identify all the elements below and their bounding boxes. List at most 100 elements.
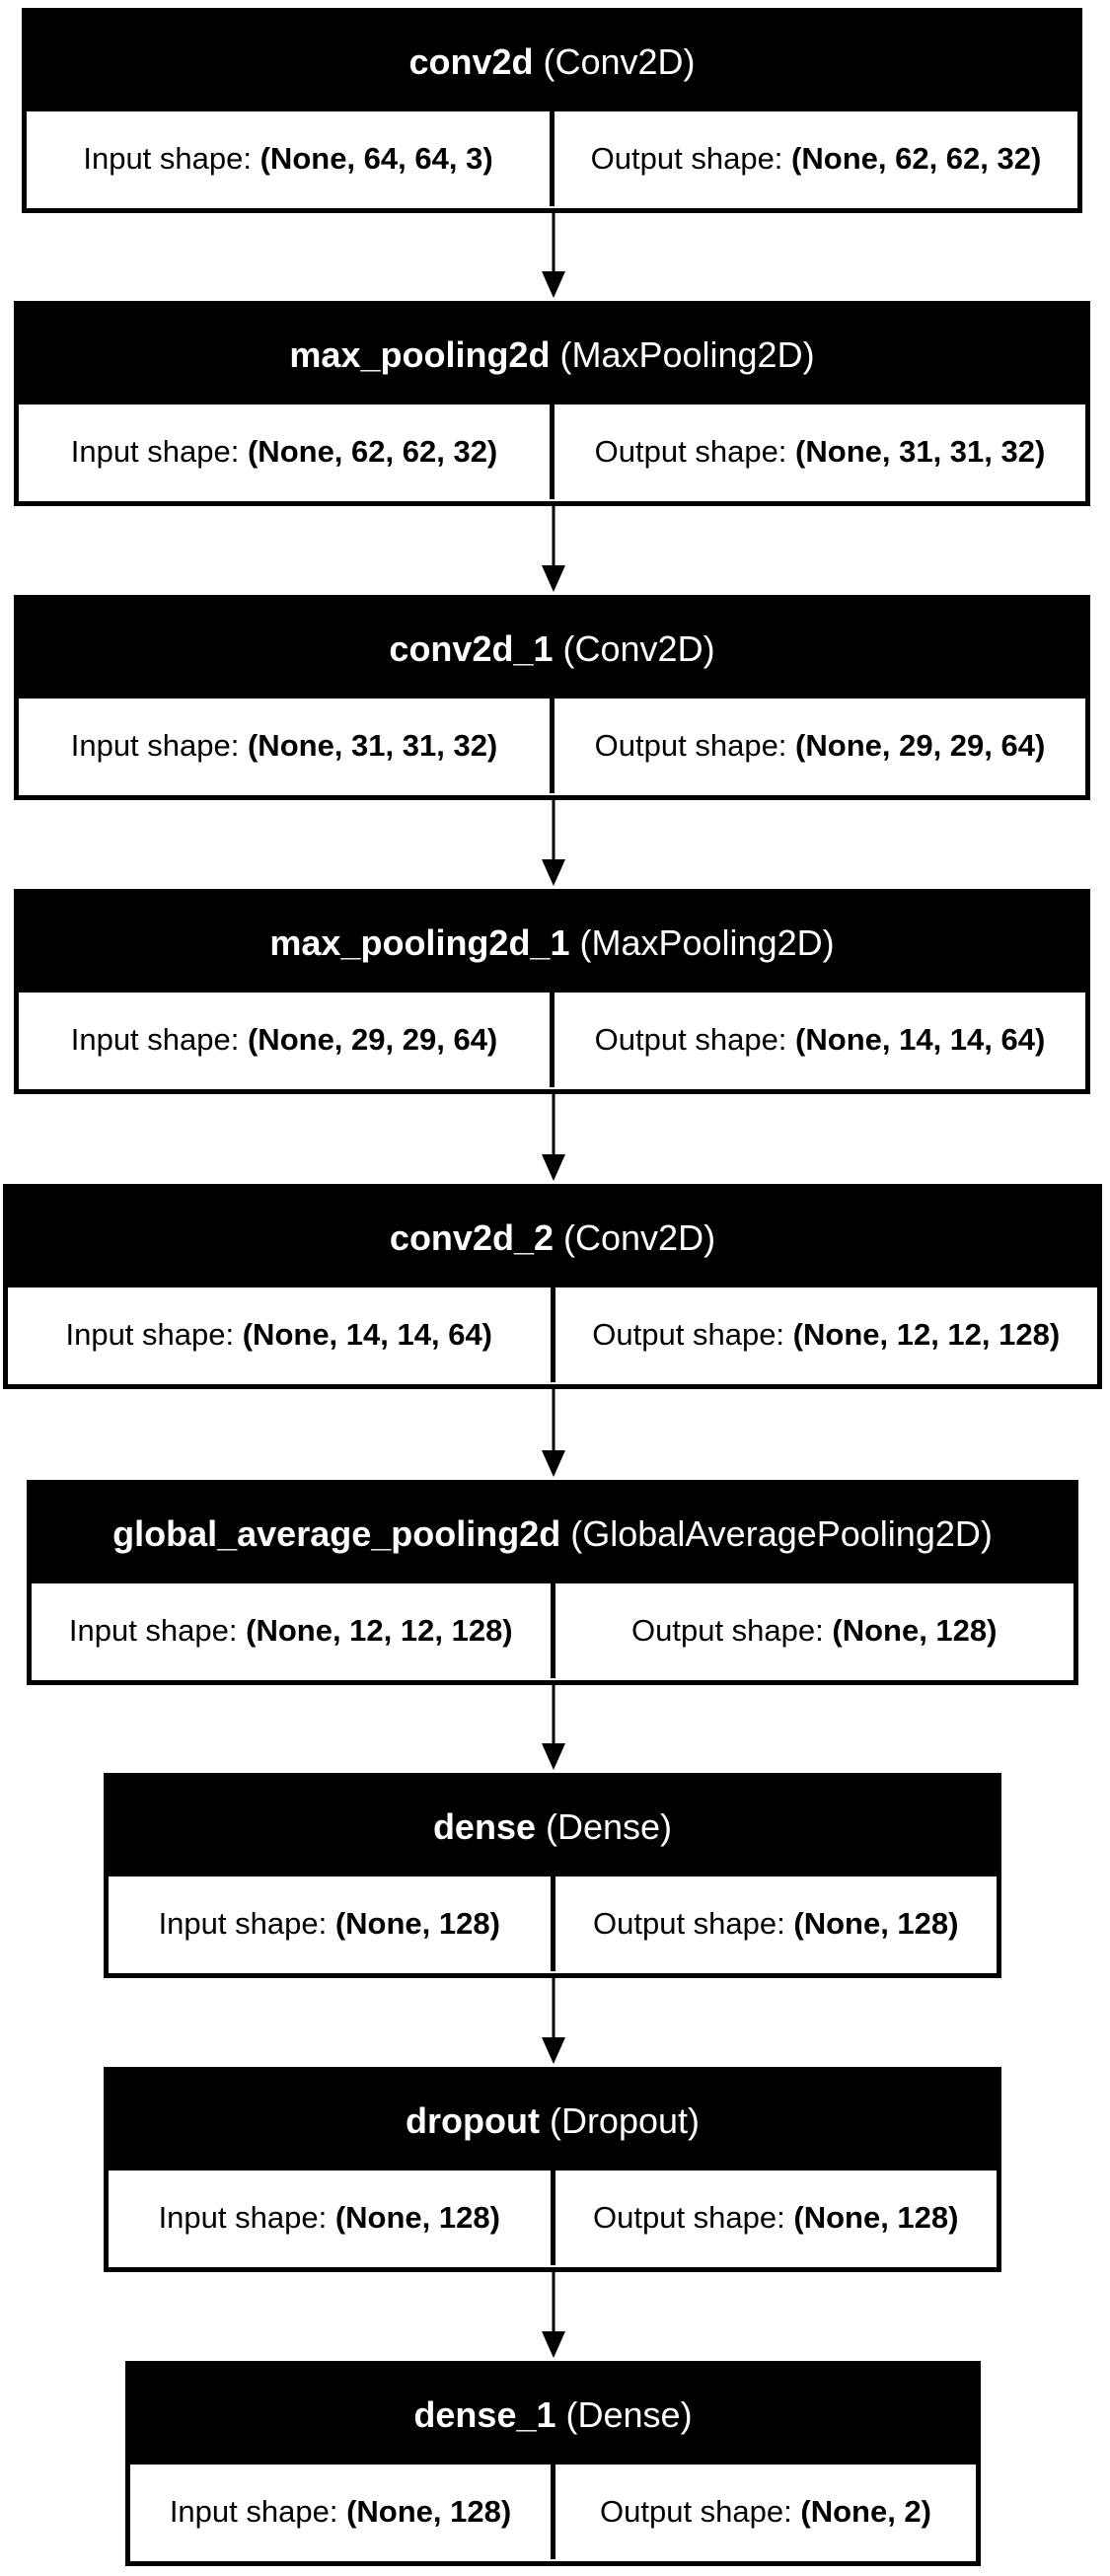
layer-type: (Conv2D) xyxy=(562,628,715,669)
shape-row: Input shape: (None, 64, 64, 3) Output sh… xyxy=(27,111,1077,206)
output-shape-label: Output shape: xyxy=(593,2200,785,2235)
layer-name: conv2d xyxy=(408,41,534,82)
output-shape-value: (None, 29, 29, 64) xyxy=(795,728,1046,763)
shape-row: Input shape: (None, 31, 31, 32) Output s… xyxy=(19,699,1085,793)
shape-row: Input shape: (None, 29, 29, 64) Output s… xyxy=(19,993,1085,1087)
output-shape-cell: Output shape: (None, 128) xyxy=(555,1583,1073,1678)
output-shape-label: Output shape: xyxy=(590,141,783,176)
output-shape-label: Output shape: xyxy=(594,1022,787,1057)
layer-header: max_pooling2d (MaxPooling2D) xyxy=(19,306,1085,405)
layer-name: dense xyxy=(432,1806,536,1847)
layer-header: dense_1 (Dense) xyxy=(130,2366,976,2465)
input-shape-label: Input shape: xyxy=(70,434,240,469)
layer-box: global_average_pooling2d (GlobalAverageP… xyxy=(27,1480,1078,1685)
output-shape-value: (None, 128) xyxy=(793,2200,959,2235)
layer-box: max_pooling2d_1 (MaxPooling2D) Input sha… xyxy=(14,889,1090,1094)
layer-name: global_average_pooling2d xyxy=(112,1513,561,1554)
layer-name: dense_1 xyxy=(413,2394,556,2435)
input-shape-label: Input shape: xyxy=(70,1022,240,1057)
output-shape-cell: Output shape: (None, 128) xyxy=(555,1877,997,1971)
input-shape-cell: Input shape: (None, 62, 62, 32) xyxy=(19,405,550,499)
layer-box: conv2d_1 (Conv2D) Input shape: (None, 31… xyxy=(14,595,1090,800)
layer-box: conv2d_2 (Conv2D) Input shape: (None, 14… xyxy=(3,1184,1102,1389)
layer-type: (MaxPooling2D) xyxy=(579,922,835,963)
layer-type: (MaxPooling2D) xyxy=(559,334,815,375)
input-shape-cell: Input shape: (None, 29, 29, 64) xyxy=(19,993,550,1087)
input-shape-label: Input shape: xyxy=(65,1317,235,1352)
layer-name: dropout xyxy=(405,2100,540,2141)
layer-header: max_pooling2d_1 (MaxPooling2D) xyxy=(19,894,1085,993)
layer-type: (Dense) xyxy=(546,1806,673,1847)
down-arrow-icon xyxy=(542,1094,565,1181)
down-arrow-icon xyxy=(542,1685,565,1770)
output-shape-value: (None, 128) xyxy=(793,1906,959,1941)
input-shape-label: Input shape: xyxy=(169,2494,338,2529)
down-arrow-icon xyxy=(542,1389,565,1477)
input-shape-cell: Input shape: (None, 31, 31, 32) xyxy=(19,699,550,793)
layer-header: global_average_pooling2d (GlobalAverageP… xyxy=(32,1485,1073,1583)
output-shape-cell: Output shape: (None, 14, 14, 64) xyxy=(555,993,1085,1087)
layer-box: max_pooling2d (MaxPooling2D) Input shape… xyxy=(14,301,1090,506)
input-shape-label: Input shape: xyxy=(70,728,240,763)
output-shape-value: (None, 12, 12, 128) xyxy=(792,1317,1061,1352)
output-shape-label: Output shape: xyxy=(594,728,787,763)
shape-row: Input shape: (None, 128) Output shape: (… xyxy=(109,2171,997,2265)
layer-name: max_pooling2d_1 xyxy=(269,922,570,963)
input-shape-value: (None, 62, 62, 32) xyxy=(247,434,498,469)
input-shape-label: Input shape: xyxy=(68,1613,238,1648)
layer-box: dropout (Dropout) Input shape: (None, 12… xyxy=(104,2067,1001,2272)
layer-type: (Dropout) xyxy=(549,2100,701,2141)
output-shape-label: Output shape: xyxy=(631,1613,824,1648)
shape-row: Input shape: (None, 128) Output shape: (… xyxy=(130,2465,976,2559)
input-shape-value: (None, 14, 14, 64) xyxy=(242,1317,493,1352)
input-shape-value: (None, 128) xyxy=(334,2200,500,2235)
output-shape-value: (None, 2) xyxy=(800,2494,931,2529)
layer-header: conv2d_1 (Conv2D) xyxy=(19,600,1085,699)
input-shape-cell: Input shape: (None, 64, 64, 3) xyxy=(27,111,550,206)
shape-row: Input shape: (None, 128) Output shape: (… xyxy=(109,1877,997,1971)
input-shape-cell: Input shape: (None, 128) xyxy=(109,1877,551,1971)
input-shape-value: (None, 29, 29, 64) xyxy=(247,1022,498,1057)
layer-header: dropout (Dropout) xyxy=(109,2072,997,2171)
output-shape-cell: Output shape: (None, 128) xyxy=(555,2171,997,2265)
input-shape-label: Input shape: xyxy=(83,141,252,176)
input-shape-cell: Input shape: (None, 12, 12, 128) xyxy=(32,1583,551,1678)
input-shape-value: (None, 128) xyxy=(334,1906,500,1941)
output-shape-label: Output shape: xyxy=(593,1906,785,1941)
shape-row: Input shape: (None, 12, 12, 128) Output … xyxy=(32,1583,1073,1678)
output-shape-value: (None, 14, 14, 64) xyxy=(795,1022,1046,1057)
down-arrow-icon xyxy=(542,800,565,886)
output-shape-cell: Output shape: (None, 12, 12, 128) xyxy=(555,1288,1097,1382)
output-shape-cell: Output shape: (None, 29, 29, 64) xyxy=(555,699,1085,793)
layer-header: dense (Dense) xyxy=(109,1778,997,1877)
input-shape-value: (None, 12, 12, 128) xyxy=(246,1613,513,1648)
input-shape-cell: Input shape: (None, 128) xyxy=(109,2171,551,2265)
input-shape-cell: Input shape: (None, 128) xyxy=(130,2465,551,2559)
layer-type: (Conv2D) xyxy=(543,41,696,82)
layer-box: conv2d (Conv2D) Input shape: (None, 64, … xyxy=(22,8,1082,213)
input-shape-value: (None, 128) xyxy=(346,2494,512,2529)
layer-name: max_pooling2d xyxy=(289,334,551,375)
layer-type: (Conv2D) xyxy=(563,1217,716,1258)
layer-box: dense (Dense) Input shape: (None, 128) O… xyxy=(104,1773,1001,1978)
output-shape-value: (None, 128) xyxy=(832,1613,998,1648)
input-shape-value: (None, 31, 31, 32) xyxy=(247,728,498,763)
down-arrow-icon xyxy=(542,1978,565,2064)
input-shape-value: (None, 64, 64, 3) xyxy=(259,141,493,176)
layer-name: conv2d_1 xyxy=(389,628,554,669)
down-arrow-icon xyxy=(542,506,565,592)
output-shape-cell: Output shape: (None, 2) xyxy=(555,2465,976,2559)
layer-box: dense_1 (Dense) Input shape: (None, 128)… xyxy=(125,2361,981,2566)
input-shape-label: Input shape: xyxy=(158,1906,328,1941)
output-shape-cell: Output shape: (None, 31, 31, 32) xyxy=(555,405,1085,499)
output-shape-value: (None, 62, 62, 32) xyxy=(791,141,1042,176)
layer-name: conv2d_2 xyxy=(389,1217,554,1258)
layer-header: conv2d (Conv2D) xyxy=(27,13,1077,111)
layer-type: (Dense) xyxy=(565,2394,693,2435)
output-shape-value: (None, 31, 31, 32) xyxy=(795,434,1046,469)
output-shape-label: Output shape: xyxy=(594,434,787,469)
input-shape-label: Input shape: xyxy=(158,2200,328,2235)
input-shape-cell: Input shape: (None, 14, 14, 64) xyxy=(8,1288,551,1382)
output-shape-label: Output shape: xyxy=(600,2494,792,2529)
